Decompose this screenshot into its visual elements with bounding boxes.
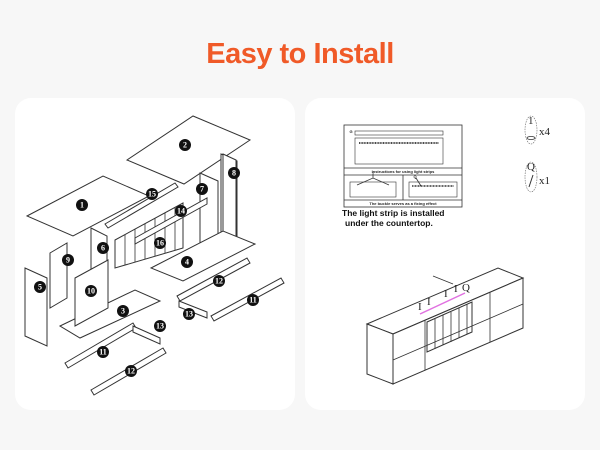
clip-qty: x4 (539, 126, 551, 138)
svg-text:4: 4 (185, 258, 189, 267)
svg-text:I: I (427, 296, 431, 308)
note-line-1: The light strip is installed (342, 208, 445, 218)
light-strip (419, 292, 466, 315)
caption-top: Instructions for using light strips (372, 169, 435, 174)
svg-text:Q: Q (462, 282, 470, 294)
svg-text:9: 9 (66, 256, 70, 265)
part-1-board (25, 175, 151, 237)
svg-text:11: 11 (99, 348, 107, 357)
svg-text:12: 12 (127, 367, 135, 376)
part-label-2: 2 (179, 139, 191, 151)
svg-text:13: 13 (185, 310, 193, 319)
cabinet-illustration: I I I I Q (365, 267, 525, 385)
part-label-12-right: 12 (213, 275, 225, 287)
part-label-11-right: 11 (247, 294, 259, 306)
instruction-box: G Instructions for using light strips I … (343, 124, 463, 208)
part-8-face (222, 153, 237, 239)
svg-text:12: 12 (215, 277, 223, 286)
svg-text:15: 15 (148, 190, 156, 199)
svg-text:10: 10 (87, 287, 95, 296)
part-label-13-left: 13 (154, 320, 166, 332)
svg-text:11: 11 (249, 296, 257, 305)
hardware-screw: Q x1 (524, 161, 550, 193)
svg-text:8: 8 (232, 169, 236, 178)
svg-text:6: 6 (101, 244, 105, 253)
svg-text:3: 3 (121, 307, 125, 316)
part-label-9: 9 (62, 254, 74, 266)
exploded-parts-diagram: 1 2 3 4 5 6 7 8 9 10 11 12 13 14 15 16 1… (24, 115, 285, 396)
svg-text:13: 13 (156, 322, 164, 331)
part-13-bracket-right (178, 300, 208, 319)
part-16-slats (124, 207, 176, 265)
svg-text:2: 2 (183, 141, 187, 150)
part-label-16: 16 (154, 237, 166, 249)
part-label-10: 10 (85, 285, 97, 297)
screw-qty: x1 (539, 175, 550, 187)
part-label-6: 6 (97, 242, 109, 254)
part-5-side-panel (24, 267, 48, 347)
svg-text:I: I (372, 170, 373, 175)
part-label-15: 15 (146, 188, 158, 200)
part-label-4: 4 (181, 256, 193, 268)
cabinet-slats (434, 304, 468, 349)
svg-text:G: G (349, 129, 352, 134)
hardware-clip: 1 x4 (524, 115, 551, 145)
light-strip-note: The light strip is installed under the c… (342, 208, 445, 228)
svg-text:I: I (444, 288, 448, 300)
svg-text:1: 1 (528, 115, 534, 127)
light-strip-panel: G Instructions for using light strips I … (305, 98, 585, 410)
svg-text:I: I (418, 301, 422, 313)
part-label-1: 1 (76, 199, 88, 211)
svg-text:14: 14 (177, 207, 185, 216)
part-label-3: 3 (117, 305, 129, 317)
part-4-board (149, 230, 257, 282)
part-label-14: 14 (175, 205, 187, 217)
part-label-11-left: 11 (97, 346, 109, 358)
svg-text:5: 5 (38, 283, 42, 292)
part-2-board (125, 115, 252, 185)
part-label-13-right: 13 (183, 308, 195, 320)
note-line-2: under the countertop. (345, 218, 433, 228)
clip-icon (526, 136, 536, 140)
page-title: Easy to Install (206, 38, 394, 70)
caption-bottom: The buckle serves as a fixing effect (369, 201, 437, 206)
part-label-8: 8 (228, 167, 240, 179)
svg-text:I: I (454, 283, 458, 295)
svg-text:1: 1 (80, 201, 84, 210)
svg-text:16: 16 (156, 239, 164, 248)
part-label-12-left: 12 (125, 365, 137, 377)
svg-text:Q: Q (413, 174, 416, 179)
part-label-7: 7 (196, 183, 208, 195)
part-label-5: 5 (34, 281, 46, 293)
part-9-panel (49, 242, 68, 309)
part-13-bracket-left (132, 325, 161, 345)
svg-text:Q: Q (527, 161, 535, 173)
light-strip-diagram: G Instructions for using light strips I … (343, 115, 551, 385)
screw-icon (528, 174, 534, 188)
svg-text:7: 7 (200, 185, 204, 194)
part-3-board (58, 289, 162, 339)
parts-diagram-panel: 1 2 3 4 5 6 7 8 9 10 11 12 13 14 15 16 1… (15, 98, 295, 410)
